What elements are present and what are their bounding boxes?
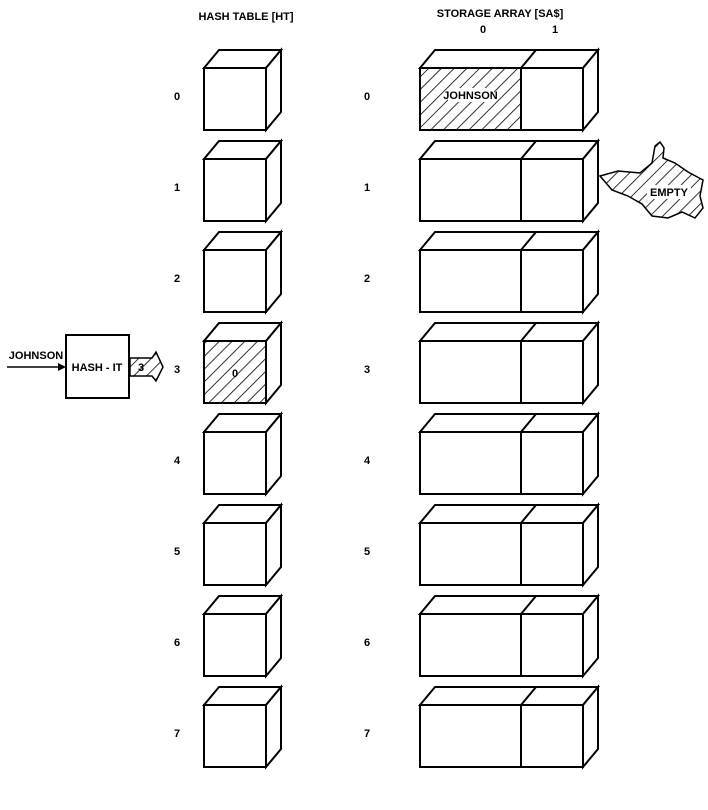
hash-output-arrow bbox=[129, 350, 164, 383]
hash-table-row: 0 bbox=[174, 47, 284, 133]
box-top-face bbox=[417, 322, 601, 342]
sa-row-index: 7 bbox=[364, 728, 370, 740]
box-top-face bbox=[417, 595, 601, 615]
sa-cell-0[interactable] bbox=[419, 704, 522, 768]
pointing-hand-shape bbox=[598, 140, 704, 219]
ht-cell[interactable] bbox=[203, 158, 267, 222]
box-top-face bbox=[417, 686, 601, 706]
top-divider bbox=[520, 504, 537, 524]
top-divider bbox=[520, 231, 537, 251]
sa-cell-1[interactable] bbox=[520, 431, 584, 495]
storage-array-row: 5 bbox=[364, 502, 601, 588]
top-divider bbox=[520, 595, 537, 615]
top-divider bbox=[520, 413, 537, 433]
arrow-head-icon bbox=[58, 363, 66, 371]
hash-table-row: 7 bbox=[174, 684, 284, 770]
sa-cell-1[interactable] bbox=[520, 340, 584, 404]
empty-pointer: EMPTY bbox=[598, 140, 704, 219]
hash-table-row: 4 bbox=[174, 411, 284, 497]
storage-array-row: 6 bbox=[364, 593, 601, 679]
sa-cell-0[interactable] bbox=[419, 249, 522, 313]
storage-column-0-header: 0 bbox=[480, 24, 486, 36]
storage-array-title: STORAGE ARRAY [SA$] bbox=[437, 8, 564, 20]
ht-cell[interactable] bbox=[203, 340, 267, 404]
ht-cell[interactable] bbox=[203, 67, 267, 131]
hash-input-label: JOHNSON bbox=[9, 350, 63, 362]
sa-row-index: 0 bbox=[364, 91, 370, 103]
ht-row-index: 0 bbox=[174, 91, 180, 103]
sa-cell-0[interactable] bbox=[419, 431, 522, 495]
sa-cell-0[interactable] bbox=[419, 158, 522, 222]
box-top-face bbox=[417, 504, 601, 524]
hash-table-row: 2 bbox=[174, 229, 284, 315]
ht-cell[interactable] bbox=[203, 249, 267, 313]
hash-table-title: HASH TABLE [HT] bbox=[198, 11, 293, 23]
sa-cell-0[interactable] bbox=[419, 522, 522, 586]
sa-cell-0[interactable] bbox=[419, 340, 522, 404]
box-top-face bbox=[417, 49, 601, 69]
hash-table-row: 6 bbox=[174, 593, 284, 679]
ht-row-index: 6 bbox=[174, 637, 180, 649]
storage-array-row: 2 bbox=[364, 229, 601, 315]
sa-cell-1[interactable] bbox=[520, 158, 584, 222]
ht-row-index: 2 bbox=[174, 273, 180, 285]
sa-row-index: 2 bbox=[364, 273, 370, 285]
storage-array-row: 1 bbox=[364, 138, 601, 224]
storage-column-1-header: 1 bbox=[552, 24, 558, 36]
hash-function: JOHNSON HASH - IT 3 bbox=[7, 334, 164, 399]
sa-cell-1[interactable] bbox=[520, 67, 584, 131]
ht-row-index: 4 bbox=[174, 455, 181, 467]
top-divider bbox=[520, 686, 537, 706]
sa-cell-0-value: JOHNSON bbox=[443, 90, 497, 102]
ht-row-index: 7 bbox=[174, 728, 180, 740]
top-divider bbox=[520, 140, 537, 160]
ht-row-index: 3 bbox=[174, 364, 180, 376]
ht-row-index: 1 bbox=[174, 182, 180, 194]
sa-row-index: 1 bbox=[364, 182, 370, 194]
sa-cell-1[interactable] bbox=[520, 613, 584, 677]
sa-cell-0[interactable] bbox=[419, 613, 522, 677]
hash-output-value: 3 bbox=[138, 362, 144, 374]
ht-row-index: 5 bbox=[174, 546, 180, 558]
storage-array-row: 4 bbox=[364, 411, 601, 497]
hash-it-label: HASH - IT bbox=[72, 362, 123, 374]
box-top-face bbox=[417, 413, 601, 433]
sa-row-index: 5 bbox=[364, 546, 370, 558]
storage-array-row: 7 bbox=[364, 684, 601, 770]
empty-label-bg bbox=[647, 185, 691, 199]
ht-cell[interactable] bbox=[203, 431, 267, 495]
sa-row-index: 3 bbox=[364, 364, 370, 376]
sa-cell-1[interactable] bbox=[520, 249, 584, 313]
hash-table-row: 1 bbox=[174, 138, 284, 224]
sa-row-index: 4 bbox=[364, 455, 371, 467]
sa-row-index: 6 bbox=[364, 637, 370, 649]
ht-cell[interactable] bbox=[203, 522, 267, 586]
top-divider bbox=[520, 322, 537, 342]
hash-table-row: 5 bbox=[174, 502, 284, 588]
top-divider bbox=[520, 49, 537, 69]
empty-label: EMPTY bbox=[650, 187, 689, 199]
sa-cell-1[interactable] bbox=[520, 704, 584, 768]
storage-array-row: 3 bbox=[364, 320, 601, 406]
ht-cell[interactable] bbox=[203, 613, 267, 677]
box-top-face bbox=[417, 140, 601, 160]
cell-label-bg bbox=[448, 88, 494, 102]
ht-cell-value: 0 bbox=[232, 368, 238, 380]
storage-array-row: 0 JOHNSON bbox=[364, 47, 601, 133]
hash-it-box bbox=[65, 334, 130, 399]
ht-cell[interactable] bbox=[203, 704, 267, 768]
box-top-face bbox=[417, 231, 601, 251]
sa-cell-1[interactable] bbox=[520, 522, 584, 586]
